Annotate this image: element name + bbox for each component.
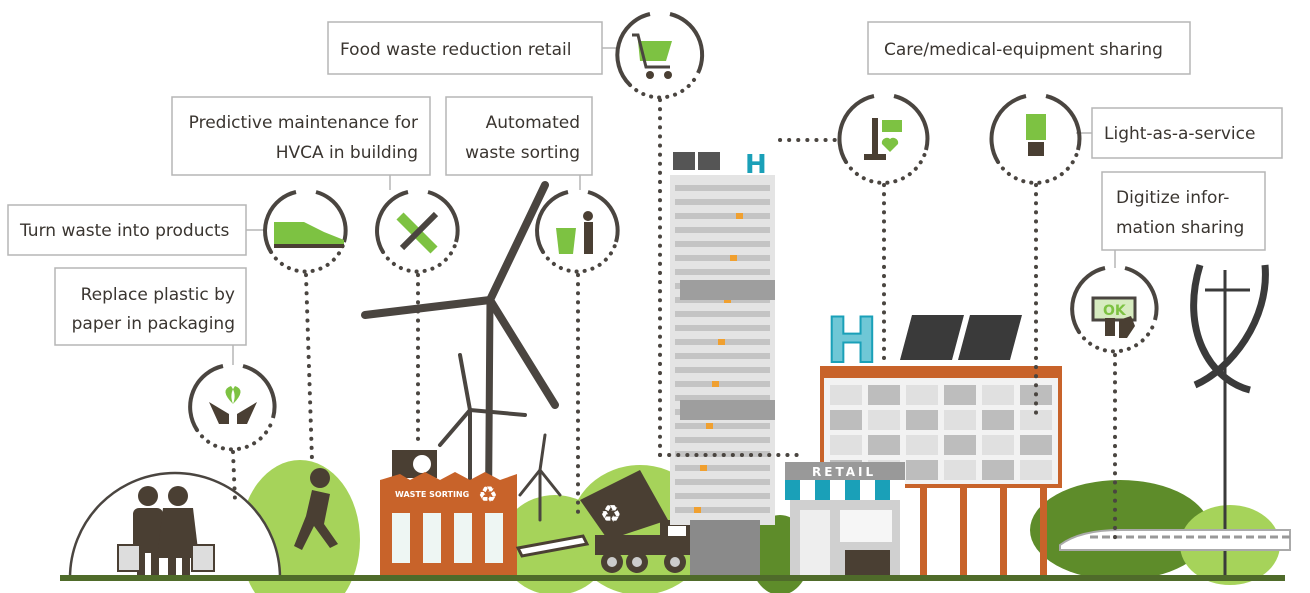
high-speed-train [1059, 529, 1291, 551]
svg-text:Replace plastic by: Replace plastic by [81, 285, 235, 305]
office-tower: H [670, 150, 775, 577]
retail-sign: RETAIL [812, 465, 876, 479]
svg-text:waste sorting: waste sorting [465, 143, 580, 163]
trash-bin-icon [535, 190, 620, 274]
hospital-building: H [820, 303, 1062, 576]
label-digitize-information: Digitize infor- mation sharing [1101, 171, 1266, 251]
waste-sorting-factory: WASTE SORTING ♻ [380, 450, 517, 575]
label-food-waste: Food waste reduction retail [327, 21, 603, 75]
medical-equipment-icon [837, 94, 930, 185]
svg-text:Care/medical-equipment sharing: Care/medical-equipment sharing [884, 40, 1163, 60]
waste-sorting-sign: WASTE SORTING [395, 490, 469, 499]
garbage-truck: ♻ [515, 470, 698, 573]
shopping-dome [68, 471, 282, 580]
svg-text:paper in packaging: paper in packaging [72, 314, 235, 334]
label-replace-plastic: Replace plastic by paper in packaging [54, 267, 247, 346]
ok-label: OK [1103, 303, 1127, 319]
tower-helipad-h: H [745, 150, 767, 180]
label-predictive-maintenance: Predictive maintenance for HVCA in build… [171, 96, 431, 176]
hands-plant-icon [188, 364, 277, 452]
svg-text:mation sharing: mation sharing [1116, 218, 1244, 238]
ground-line [60, 575, 1285, 581]
sneaker-icon [263, 190, 348, 274]
runner-figure [294, 468, 338, 550]
svg-text:Turn waste into products: Turn waste into products [19, 221, 230, 241]
recycle-icon: ♻ [600, 500, 622, 528]
hospital-h-sign: H [826, 304, 878, 377]
recycle-icon: ♻ [478, 483, 498, 508]
svg-text:Automated: Automated [486, 113, 580, 133]
svg-text:HVCA in building: HVCA in building [276, 143, 418, 163]
svg-text:Digitize infor-: Digitize infor- [1116, 188, 1229, 208]
label-turn-waste: Turn waste into products [7, 204, 247, 256]
connectors [231, 47, 1117, 542]
light-bulb-icon [989, 94, 1082, 185]
phone-ok-icon: OK [1070, 266, 1159, 354]
vertical-wind-turbine [1190, 263, 1269, 575]
wrench-hammer-icon [375, 190, 460, 274]
svg-text:Predictive maintenance for: Predictive maintenance for [189, 113, 418, 133]
svg-text:Food waste reduction retail: Food waste reduction retail [340, 40, 571, 60]
shopping-cart-icon [615, 12, 705, 100]
svg-text:Light-as-a-service: Light-as-a-service [1104, 124, 1255, 144]
label-care-medical: Care/medical-equipment sharing [867, 21, 1191, 75]
label-light-as-a-service: Light-as-a-service [1091, 107, 1283, 159]
label-automated-waste-sorting: Automated waste sorting [445, 96, 593, 176]
retail-shop: RETAIL [785, 462, 905, 577]
